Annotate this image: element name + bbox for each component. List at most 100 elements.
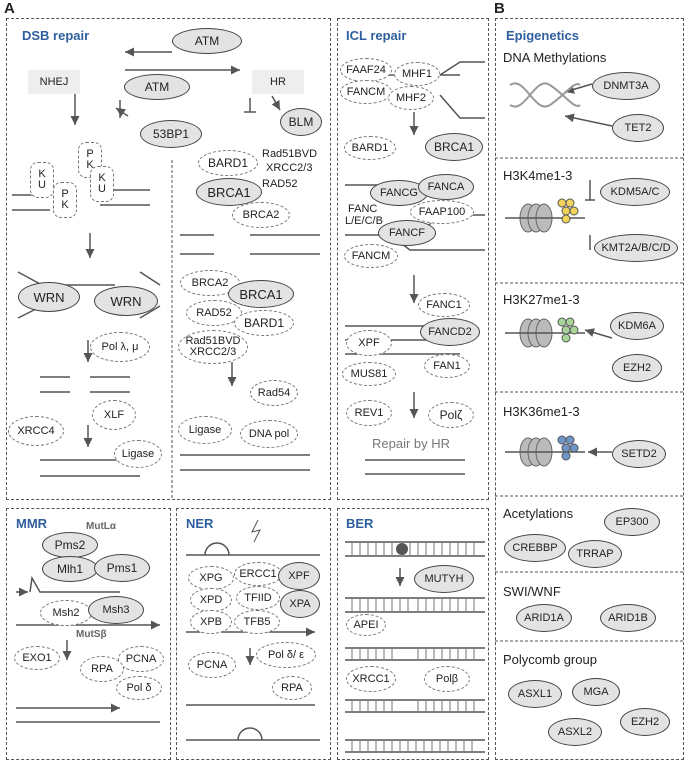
xpd-node: XPD	[190, 588, 232, 612]
mutyh-node: MUTYH	[414, 565, 474, 593]
pms1-node: Pms1	[94, 554, 150, 582]
tfb5-node: TFB5	[234, 610, 280, 634]
xpg-node: XPG	[188, 566, 234, 590]
rev1-node: REV1	[346, 400, 392, 426]
xrcc1-node: XRCC1	[346, 666, 396, 692]
atm-node-mid: ATM	[124, 74, 190, 100]
polz-node: Polζ	[428, 402, 474, 428]
dna-pol-node: DNA pol	[240, 420, 298, 448]
dsb-title: DSB repair	[22, 28, 90, 43]
polycomb-heading: Polycomb group	[503, 652, 597, 667]
mhf2-node: MHF2	[388, 86, 434, 110]
fanc1-node: FANC1	[418, 293, 470, 317]
bard1-node-a: BARD1	[198, 150, 258, 176]
tfiid-node: TFIID	[236, 586, 280, 610]
setd2-node: SETD2	[612, 440, 666, 468]
atm-node-top: ATM	[172, 28, 242, 54]
ner-box	[176, 508, 331, 760]
rpa-mmr-node: RPA	[80, 656, 124, 682]
arid1b-node: ARID1B	[600, 604, 656, 632]
h3k4-heading: H3K4me1-3	[503, 168, 573, 183]
ber-title: BER	[346, 516, 374, 531]
rad51bvd-label-a: Rad51BVD	[262, 148, 318, 160]
53bp1-node: 53BP1	[140, 120, 202, 148]
brca1-icl-node: BRCA1	[425, 133, 483, 161]
xpa-node: XPA	[280, 590, 320, 618]
epigenetics-box	[495, 18, 684, 760]
icl-repair-box	[337, 18, 489, 500]
brca2-node-a: BRCA2	[232, 202, 290, 228]
xpf-ner-node: XPF	[278, 562, 320, 590]
fancm-node-1: FANCM	[340, 80, 392, 104]
crebbp-node: CREBBP	[504, 534, 566, 562]
repair-by-hr-label: Repair by HR	[372, 436, 451, 451]
ercc1-node: ERCC1	[234, 562, 282, 586]
rad54-node: Rad54	[250, 380, 298, 406]
exo1-node: EXO1	[14, 646, 60, 670]
msh3-node: Msh3	[88, 596, 144, 624]
pk-node-2: P K	[53, 182, 77, 218]
kdm5ac-node: KDM5A/C	[600, 178, 670, 206]
dnmt3a-node: DNMT3A	[592, 72, 660, 100]
fancm-node-2: FANCM	[344, 244, 398, 268]
h3k27-heading: H3K27me1-3	[503, 292, 580, 307]
ep300-node: EP300	[604, 508, 660, 536]
wrn-node-1: WRN	[18, 282, 80, 312]
apei-node: APEI	[346, 614, 386, 636]
xrcc4-node: XRCC4	[8, 416, 64, 446]
tet2-node: TET2	[612, 114, 664, 142]
nhej-label: NHEJ	[28, 70, 80, 94]
kmt2abcd-node: KMT2A/B/C/D	[594, 234, 678, 262]
polb-node: Polβ	[424, 666, 470, 692]
mmr-box	[6, 508, 171, 760]
brca1-node-a: BRCA1	[196, 178, 262, 206]
rad51bvd-node-b: Rad51BVD XRCC2/3	[178, 330, 248, 364]
icl-title: ICL repair	[346, 28, 407, 43]
ku-node-2: K U	[90, 166, 114, 202]
mga-node: MGA	[572, 678, 620, 706]
msh2-node: Msh2	[40, 600, 92, 626]
xpb-node: XPB	[190, 610, 232, 634]
mutsb-label: MutSβ	[76, 629, 107, 640]
ku-node-1: K U	[30, 162, 54, 198]
panel-letter-b: B	[494, 0, 505, 17]
pms2-node: Pms2	[42, 532, 98, 558]
bard1-icl-node: BARD1	[344, 136, 396, 160]
wrn-node-2: WRN	[94, 286, 158, 316]
ber-box	[337, 508, 489, 760]
brca1-node-b: BRCA1	[228, 280, 294, 308]
blm-node: BLM	[280, 108, 322, 136]
fancf-node: FANCF	[378, 220, 436, 246]
fan1-node: FAN1	[424, 354, 470, 378]
bard1-node-b: BARD1	[234, 310, 294, 336]
rad52-node-b: RAD52	[186, 300, 242, 326]
pol-lambda-mu-node: Pol λ, μ	[90, 332, 150, 362]
acetylations-heading: Acetylations	[503, 506, 574, 521]
panel-letter-a: A	[4, 0, 15, 17]
xpf-icl-node: XPF	[346, 330, 392, 356]
pcna-mmr-node: PCNA	[118, 646, 164, 672]
ezh2-node-b: EZH2	[620, 708, 670, 736]
pol-delta-node: Pol δ	[116, 676, 162, 700]
mlh1-node: Mlh1	[42, 556, 98, 582]
hr-label: HR	[252, 70, 304, 94]
h3k36-heading: H3K36me1-3	[503, 404, 580, 419]
ligase-node-1: Ligase	[114, 440, 162, 468]
asxl2-node: ASXL2	[548, 718, 602, 746]
rad51bvd-label-b: Rad51BVD	[185, 335, 241, 347]
fancd2-node: FANCD2	[420, 318, 480, 346]
arid1a-node: ARID1A	[516, 604, 572, 632]
epigenetics-title: Epigenetics	[506, 28, 579, 43]
fanc-lecb-label-2: L/E/C/B	[345, 215, 383, 227]
mutla-label: MutLα	[86, 521, 117, 532]
ligase-node-2: Ligase	[178, 416, 232, 444]
swi-wnf-heading: SWI/WNF	[503, 584, 561, 599]
trrap-node: TRRAP	[568, 540, 622, 568]
fanca-node: FANCA	[418, 174, 474, 200]
faap100-node: FAAP100	[410, 200, 474, 224]
mus81-node: MUS81	[342, 362, 396, 386]
ner-title: NER	[186, 516, 214, 531]
xrcc23-label-b: XRCC2/3	[189, 346, 237, 358]
